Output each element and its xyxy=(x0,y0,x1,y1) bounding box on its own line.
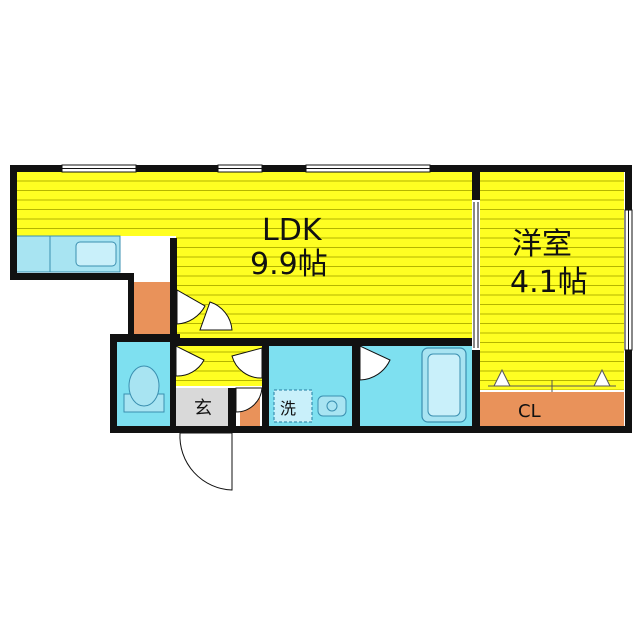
door-shoe xyxy=(235,387,263,413)
western-room xyxy=(480,172,624,390)
doors xyxy=(175,289,391,491)
sink-icon xyxy=(75,241,117,267)
entrance-label: 玄 xyxy=(194,398,212,419)
closet xyxy=(480,368,624,426)
storage-closet xyxy=(134,282,170,334)
door-hall-ldk xyxy=(199,301,233,331)
bathroom xyxy=(360,342,472,426)
toilet-bowl-icon xyxy=(128,365,160,407)
windows xyxy=(61,164,633,351)
closet-label: CL xyxy=(518,401,541,422)
ldk-room xyxy=(16,172,472,338)
kitchen-counter xyxy=(15,235,121,273)
entrance-door xyxy=(179,432,233,491)
washer-label: 洗 xyxy=(280,399,296,418)
sliding-door xyxy=(472,200,480,350)
washroom xyxy=(268,342,352,426)
toilet-room xyxy=(116,342,172,426)
ldk-name: LDK xyxy=(262,213,323,248)
ldk-area: 9.9帖 xyxy=(250,247,328,282)
door-washroom xyxy=(231,347,263,379)
washing-machine-space xyxy=(273,389,313,423)
entrance-floor xyxy=(176,388,228,426)
door-storage xyxy=(176,289,206,325)
closet-door-right-icon xyxy=(593,368,611,387)
western-name: 洋室 xyxy=(512,227,572,262)
door-bathroom xyxy=(359,345,391,381)
closet-door-left-icon xyxy=(493,368,511,387)
wash-basin-icon xyxy=(317,395,347,417)
western-area: 4.1帖 xyxy=(510,265,588,300)
door-toilet xyxy=(175,345,205,377)
